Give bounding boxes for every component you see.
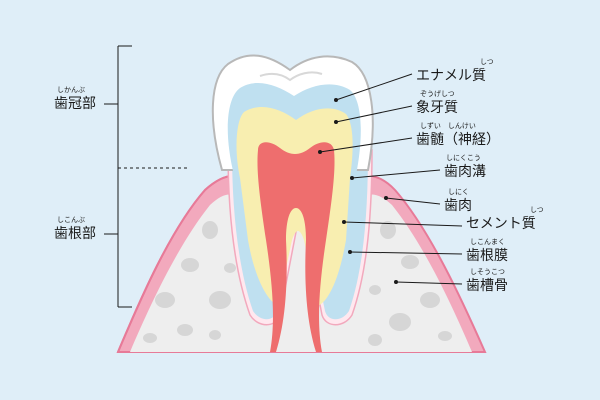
label-pulp: しずい しんけい 歯髄（神経）: [416, 121, 500, 148]
label-sulcus-ruby: しにくこう: [446, 154, 481, 162]
label-dentin-text: 象牙質: [416, 100, 458, 116]
region-root-label: 歯根部: [54, 226, 96, 242]
label-enamel-ruby: しつ: [480, 58, 494, 66]
label-cementum: しつ セメント質: [466, 206, 544, 232]
label-dentin-ruby: ぞうげしつ: [420, 89, 455, 98]
region-root-ruby: しこんぶ: [57, 216, 85, 224]
label-cementum-ruby: しつ: [530, 206, 544, 214]
region-root: しこんぶ 歯根部: [54, 216, 96, 242]
label-gum-text: 歯肉: [444, 198, 472, 214]
label-gum: しにく 歯肉: [444, 188, 472, 214]
label-gum-ruby: しにく: [448, 188, 469, 196]
tooth: [211, 54, 374, 352]
leader-lines: [318, 73, 463, 285]
label-pulp-ruby: しずい しんけい: [420, 121, 476, 130]
label-enamel: しつ エナメル質: [416, 58, 494, 84]
label-bone: しそうこつ 歯槽骨: [466, 268, 508, 294]
region-bracket: [104, 45, 190, 308]
label-bone-ruby: しそうこつ: [470, 268, 505, 276]
label-enamel-text: エナメル質: [416, 68, 486, 84]
label-pulp-text: 歯髄（神経）: [416, 132, 500, 148]
crown-groove: [259, 71, 323, 82]
region-crown-label: 歯冠部: [54, 96, 96, 112]
region-crown: しかんぶ 歯冠部: [54, 86, 96, 112]
pulp: [257, 142, 335, 352]
label-sulcus: しにくこう 歯肉溝: [444, 154, 486, 180]
label-sulcus-text: 歯肉溝: [444, 164, 486, 180]
label-dentin: ぞうげしつ 象牙質: [416, 89, 458, 116]
label-pdl: しこんまく 歯根膜: [466, 238, 508, 264]
label-cementum-text: セメント質: [466, 216, 536, 232]
alveolar-structure: [116, 174, 487, 353]
label-bone-text: 歯槽骨: [466, 278, 508, 294]
label-pdl-text: 歯根膜: [466, 248, 508, 264]
label-pdl-ruby: しこんまく: [470, 238, 505, 246]
bone-texture: [143, 221, 452, 346]
region-crown-ruby: しかんぶ: [57, 86, 85, 94]
